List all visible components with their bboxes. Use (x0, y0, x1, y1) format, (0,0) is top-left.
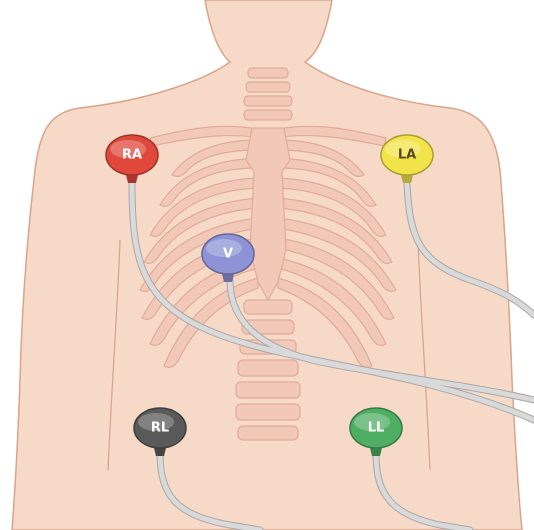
electrode-label-rl: RL (151, 421, 169, 436)
electrode-label-ra: RA (122, 148, 142, 163)
electrode-label-la: LA (398, 148, 416, 163)
electrode-label-v: V (223, 247, 233, 262)
electrode-label-ll: LL (368, 421, 385, 436)
